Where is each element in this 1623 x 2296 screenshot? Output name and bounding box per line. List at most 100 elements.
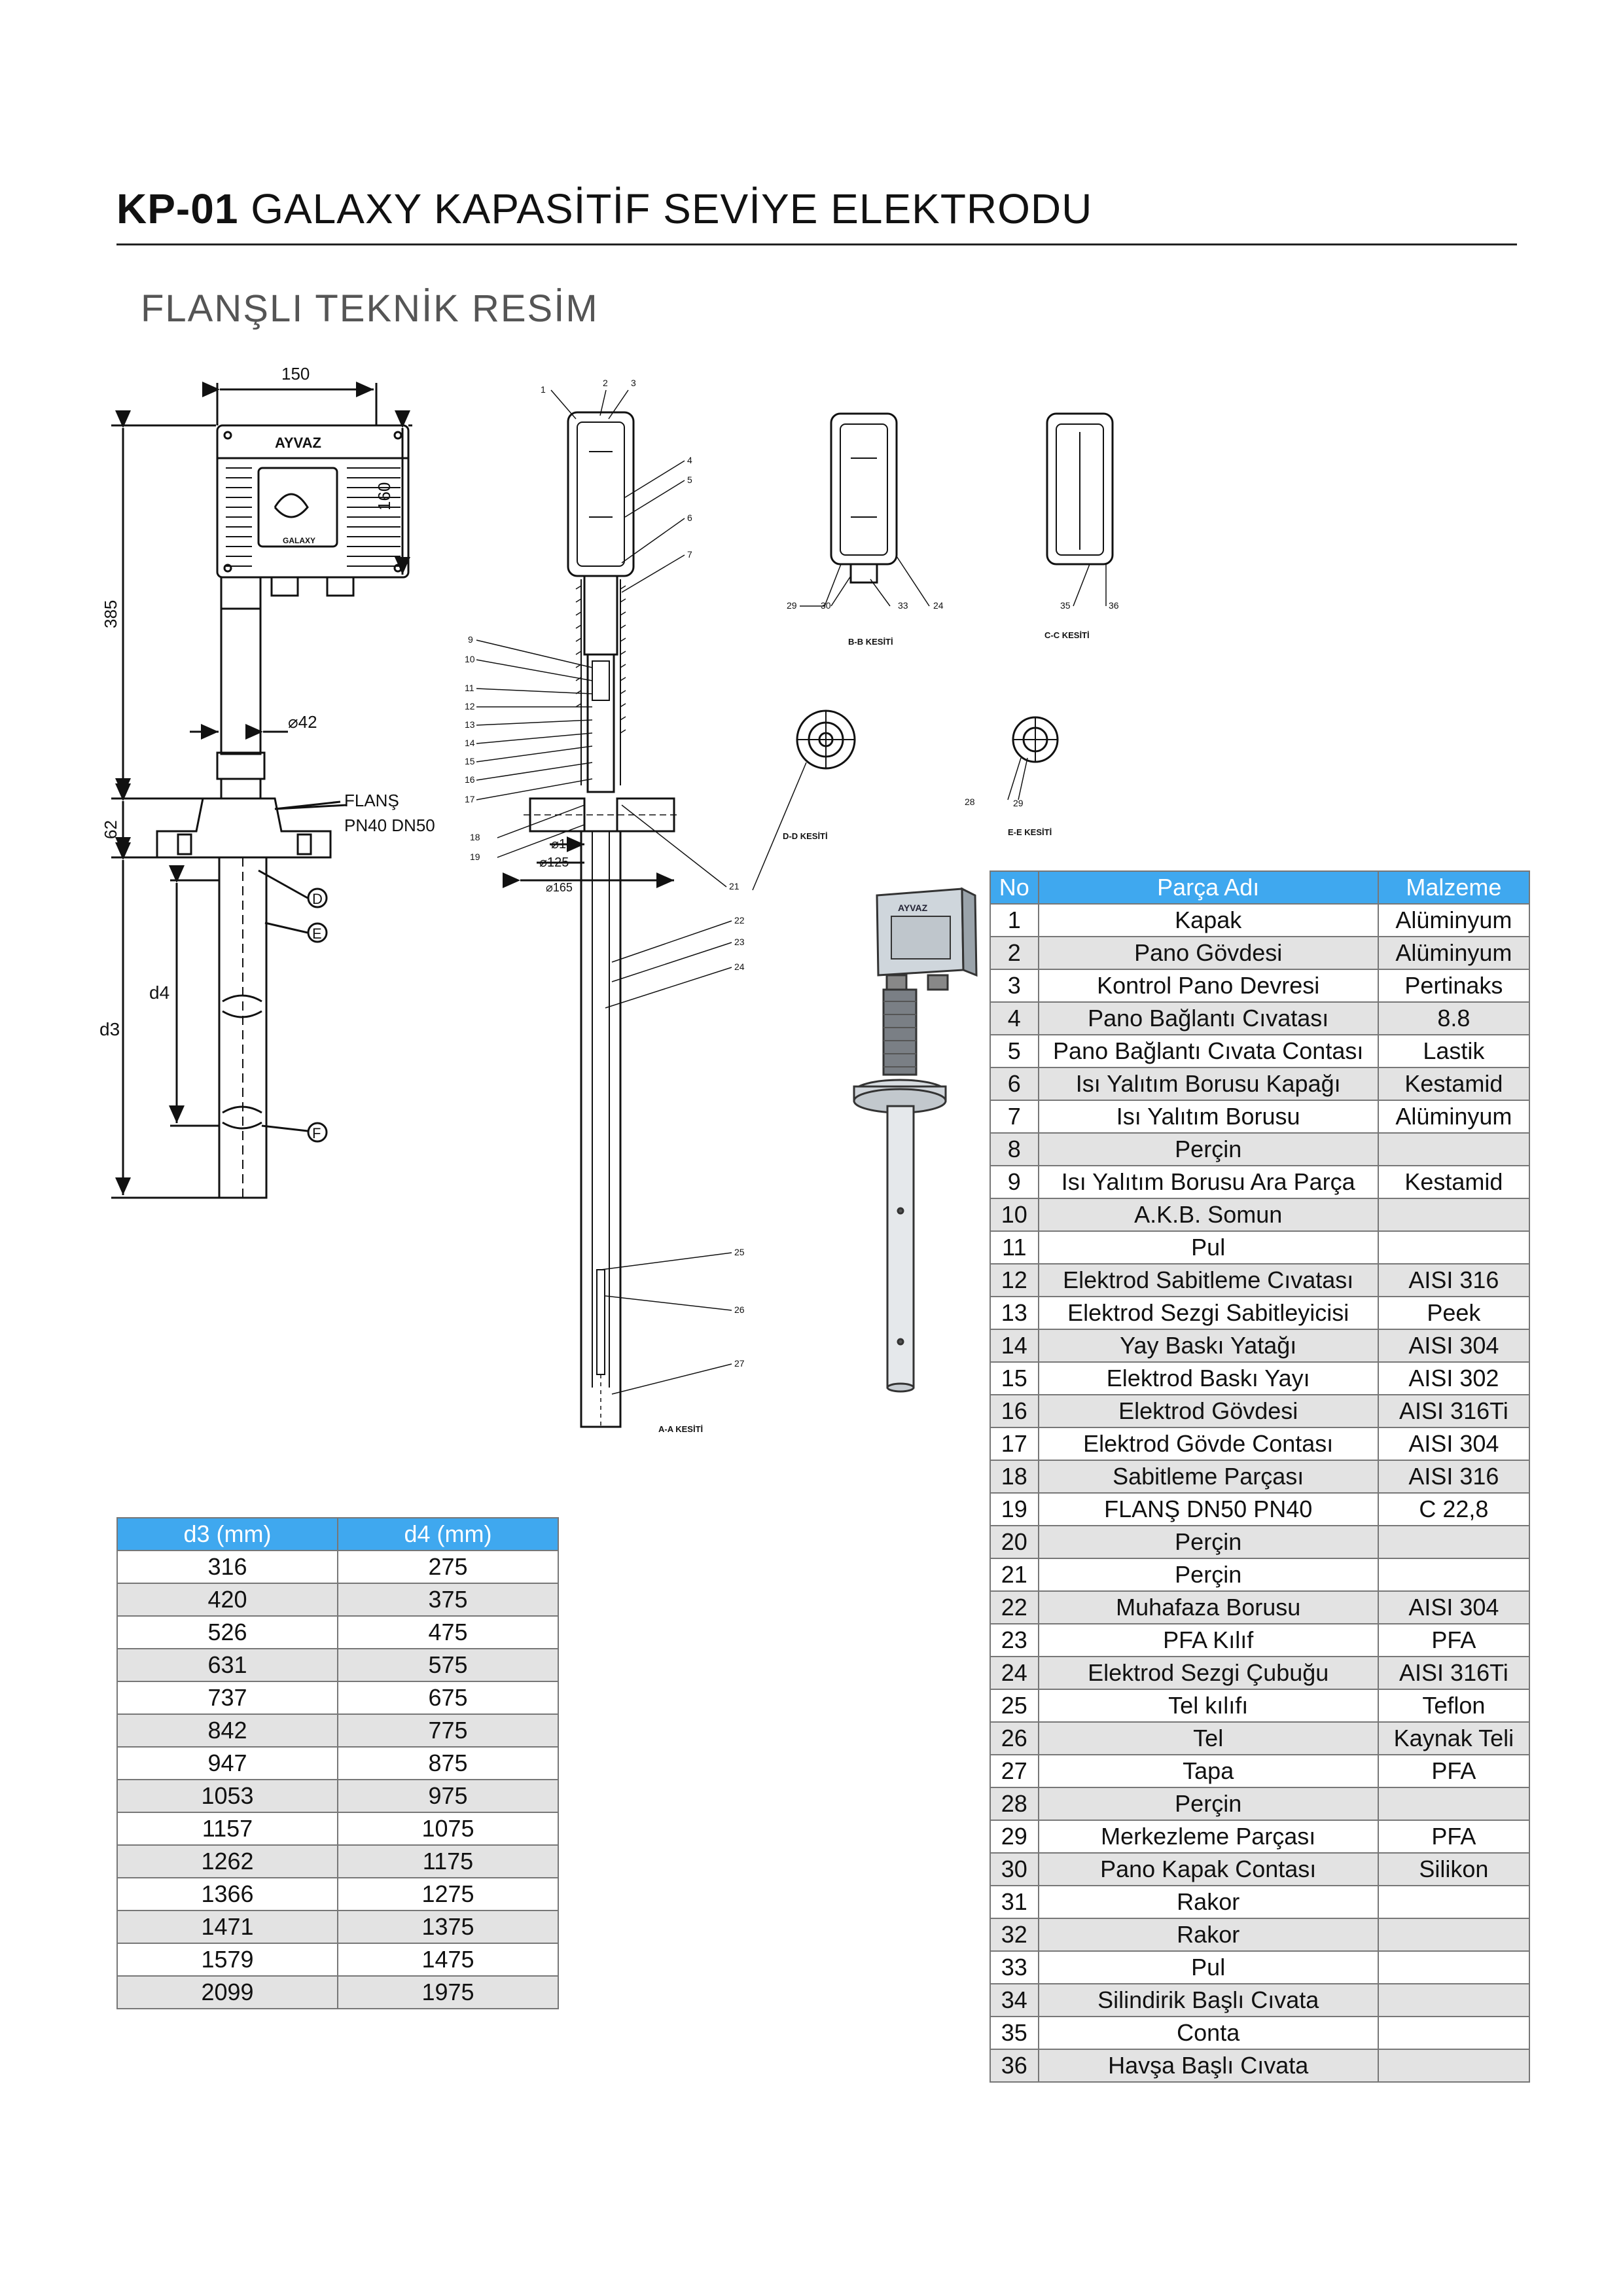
product-title: GALAXY KAPASİTİF SEVİYE ELEKTRODU <box>251 185 1093 232</box>
product-logo-text: GALAXY <box>283 536 315 545</box>
callout-18: 18 <box>470 832 480 842</box>
cell-d4: 1975 <box>337 1975 559 2009</box>
cell-no: 21 <box>990 1558 1039 1592</box>
cell-d4: 475 <box>337 1615 559 1649</box>
cell-d3: 947 <box>116 1746 338 1780</box>
cell-d3: 420 <box>116 1583 338 1617</box>
cell-material: AISI 316Ti <box>1377 1656 1531 1690</box>
section-bb-view <box>800 412 930 607</box>
callout-16: 16 <box>465 774 475 785</box>
cell-material: C 22,8 <box>1377 1492 1531 1526</box>
circle-f: F <box>312 1125 321 1141</box>
cell-no: 33 <box>990 1950 1039 1984</box>
cell-part-name: Rakor <box>1037 1918 1379 1952</box>
dim-d4: d4 <box>149 982 169 1003</box>
cell-no: 20 <box>990 1525 1039 1559</box>
cell-no: 6 <box>990 1067 1039 1101</box>
cell-material: Alüminyum <box>1377 936 1531 970</box>
callout-1: 1 <box>541 384 546 395</box>
cell-d4: 775 <box>337 1713 559 1748</box>
callout-28-text: 28 <box>965 797 975 807</box>
cell-part-name: PFA Kılıf <box>1037 1623 1379 1657</box>
cell-no: 19 <box>990 1492 1039 1526</box>
product-code: KP-01 <box>116 185 239 232</box>
cell-no: 28 <box>990 1787 1039 1821</box>
cell-no: 3 <box>990 969 1039 1003</box>
cell-no: 34 <box>990 1983 1039 2017</box>
cell-no: 16 <box>990 1394 1039 1428</box>
cell-material: PFA <box>1377 1623 1531 1657</box>
callout-36: 36 <box>1109 600 1119 611</box>
header-part-name: Parça Adı <box>1037 870 1379 905</box>
cell-part-name: Elektrod Gövde Contası <box>1037 1427 1379 1461</box>
callout-12: 12 <box>465 701 475 711</box>
section-ee-label: E-E KESİTİ <box>1008 827 1052 837</box>
cell-part-name: A.K.B. Somun <box>1037 1198 1379 1232</box>
cell-part-name: Pano Bağlantı Cıvatası <box>1037 1001 1379 1035</box>
cell-d4: 1275 <box>337 1877 559 1911</box>
cell-material: AISI 316 <box>1377 1460 1531 1494</box>
callout-2: 2 <box>603 378 608 388</box>
page-title: KP-01 GALAXY KAPASİTİF SEVİYE ELEKTRODU <box>116 185 1092 233</box>
cell-no: 25 <box>990 1689 1039 1723</box>
cell-material <box>1377 1198 1531 1232</box>
callout-17: 17 <box>465 794 475 804</box>
cell-part-name: Yay Baskı Yatağı <box>1037 1329 1379 1363</box>
cell-d4: 575 <box>337 1648 559 1682</box>
section-aa-view <box>476 389 732 1428</box>
section-cc-label: C-C KESİTİ <box>1044 630 1090 640</box>
callout-15: 15 <box>465 756 475 766</box>
cell-material: AISI 304 <box>1377 1590 1531 1624</box>
cell-no: 22 <box>990 1590 1039 1624</box>
cell-d3: 1262 <box>116 1844 338 1878</box>
cell-d3: 631 <box>116 1648 338 1682</box>
cell-part-name: Pano Bağlantı Cıvata Contası <box>1037 1034 1379 1068</box>
cell-part-name: Pul <box>1037 1950 1379 1984</box>
cell-d4: 875 <box>337 1746 559 1780</box>
cell-material: Alüminyum <box>1377 903 1531 937</box>
cell-no: 18 <box>990 1460 1039 1494</box>
cell-no: 7 <box>990 1100 1039 1134</box>
callout-35: 35 <box>1060 600 1071 611</box>
cell-no: 17 <box>990 1427 1039 1461</box>
cell-material: PFA <box>1377 1820 1531 1854</box>
cell-no: 11 <box>990 1230 1039 1265</box>
callout-25: 25 <box>734 1247 745 1257</box>
cell-no: 10 <box>990 1198 1039 1232</box>
header-d3: d3 (mm) <box>116 1517 338 1551</box>
section-dd-label: D-D KESİTİ <box>783 831 828 841</box>
cell-material: 8.8 <box>1377 1001 1531 1035</box>
section-cc-view <box>1046 412 1114 607</box>
cell-no: 29 <box>990 1820 1039 1854</box>
cell-no: 1 <box>990 903 1039 937</box>
callout-3: 3 <box>631 378 636 388</box>
header-no: No <box>990 870 1039 905</box>
cell-material <box>1377 1918 1531 1952</box>
callout-14: 14 <box>465 738 475 748</box>
cell-part-name: Perçin <box>1037 1132 1379 1166</box>
callout-5: 5 <box>687 475 692 485</box>
